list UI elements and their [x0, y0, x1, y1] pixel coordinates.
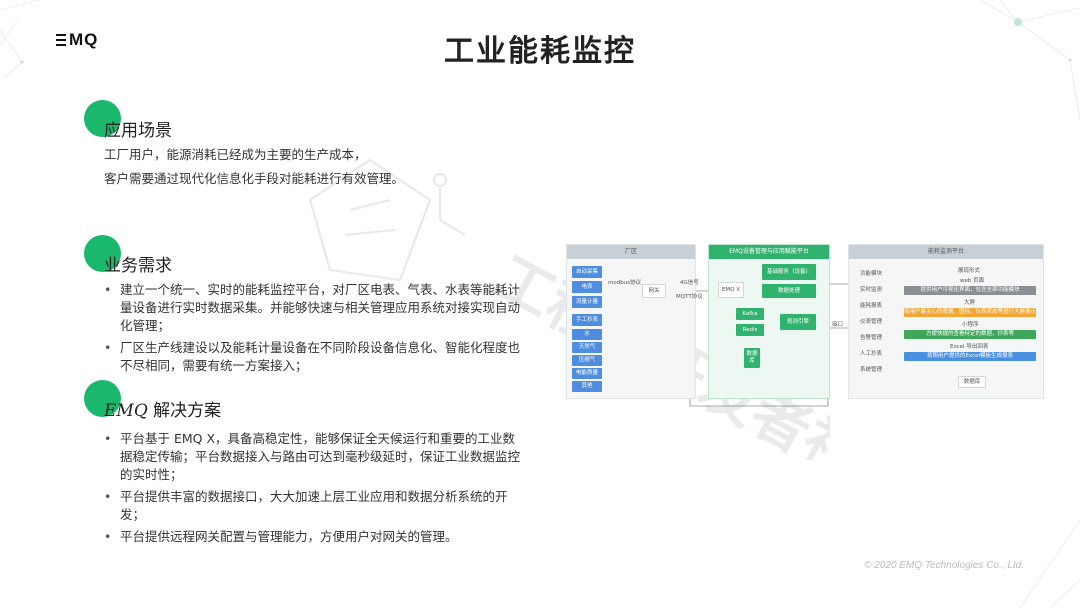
kafka-box: Kafka: [736, 308, 764, 320]
platform-title: EMQ设备管理与应用赋能平台: [709, 245, 829, 259]
section-marker-circle: [84, 235, 121, 272]
list-item: 平台基于 EMQ X，具备高稳定性，能够保证全天候运行和重要的工业数据稳定传输；…: [104, 430, 522, 484]
output-desc: 提供用户可视化界面，包含全部功能模块: [904, 286, 1036, 295]
device-box: 电表: [572, 281, 602, 293]
processing-box: 数据处理: [762, 284, 816, 298]
device-box: 压缩气: [572, 355, 602, 366]
output-name: 大屏: [964, 300, 976, 306]
requirements-section: 业务需求 建立一个统一、实时的能耗监控平台，对厂区电表、气表、水表等能耗计量设备…: [84, 235, 534, 375]
list-item: 平台提供远程网关配置与管理能力，方便用户对网关的管理。: [104, 528, 522, 546]
scenario-line: 客户需要通过现代化信息化手段对能耗进行有效管理。: [104, 171, 405, 186]
page-title: 工业能耗监控: [444, 34, 636, 69]
requirements-heading: 业务需求: [104, 256, 172, 276]
rule-engine-box: 规则引擎: [780, 314, 816, 330]
gateway-box: 网关: [642, 284, 666, 298]
function-item: 功能模块: [860, 271, 883, 277]
device-box: 天然气: [572, 342, 602, 353]
requirements-list: 建立一个统一、实时的能耗监控平台，对厂区电表、气表、水表等能耗计量设备进行实时数…: [104, 281, 522, 379]
output-name: Excel 导出回表: [950, 344, 989, 350]
architecture-diagram: 厂区 自动采集 电表 流量计量 手工抄表 水 天然气 压缩气 电能质量 其他 m…: [566, 244, 1046, 412]
scenario-section: 应用场景 工厂用户，能源消耗已经成为主要的生产成本， 客户需要通过现代化信息化手…: [84, 100, 534, 200]
device-box: 流量计量: [572, 296, 602, 308]
function-item: 能耗报表: [860, 303, 883, 309]
list-item: 建立一个统一、实时的能耗监控平台，对厂区电表、气表、水表等能耗计量设备进行实时数…: [104, 281, 522, 335]
solution-heading-brand: EMQ: [104, 401, 148, 421]
output-desc: 方便快捷的查看特定的数据，抄表等: [904, 330, 1036, 339]
section-marker-circle: [84, 380, 121, 417]
factory-title: 厂区: [567, 245, 695, 259]
output-name: web 页面: [960, 278, 985, 284]
link-label-4g: 4G信号: [680, 280, 699, 286]
device-box: 电能质量: [572, 368, 602, 379]
solution-list: 平台基于 EMQ X，具备高稳定性，能够保证全天候运行和重要的工业数据稳定传输；…: [104, 430, 522, 550]
function-item: 人工抄表: [860, 351, 883, 357]
output-desc: 将用户最关心的数据、图标，仪表状态等进行大屏展示: [904, 308, 1037, 317]
display-form-label: 展现形式: [958, 268, 981, 274]
link-label-mqtt: MQTT协议: [676, 294, 703, 300]
monitor-panel: 能耗监测平台: [848, 244, 1044, 399]
service-box: 基础服务（设备）: [762, 264, 816, 280]
scenario-line: 工厂用户，能源消耗已经成为主要的生产成本，: [104, 147, 367, 162]
function-item: 实时监测: [860, 287, 883, 293]
modbus-label: modbus协议: [608, 280, 642, 286]
section-marker-circle: [84, 100, 121, 137]
solution-heading: EMQ 解决方案: [104, 396, 221, 421]
solution-section: EMQ 解决方案 平台基于 EMQ X，具备高稳定性，能够保证全天候运行和重要的…: [84, 380, 534, 560]
function-item: 告警管理: [860, 335, 883, 341]
output-desc: 按照用户提供的Excel模板生成报表: [904, 352, 1036, 361]
platform-db-box: 数据库: [744, 348, 760, 368]
function-item: 系统管理: [860, 367, 883, 373]
monitor-title: 能耗监测平台: [849, 245, 1043, 259]
emqx-box: EMQ X: [718, 282, 744, 298]
scenario-body: 工厂用户，能源消耗已经成为主要的生产成本， 客户需要通过现代化信息化手段对能耗进…: [104, 146, 404, 194]
list-item: 厂区生产线建设以及能耗计量设备在不同阶段设备信息化、智能化程度也不尽相同，需要有…: [104, 339, 522, 375]
logo-text: MQ: [69, 30, 99, 49]
device-box: 其他: [572, 381, 602, 392]
logo-e-mark: [56, 34, 66, 46]
solution-heading-text: 解决方案: [147, 401, 222, 421]
copyright-text: © 2020 EMQ Technologies Co., Ltd.: [864, 560, 1024, 571]
scenario-heading: 应用场景: [104, 121, 172, 141]
device-box: 水: [572, 329, 602, 340]
monitor-db-box: 数据库: [958, 376, 986, 388]
interface-label: 接口: [832, 322, 844, 328]
list-item: 平台提供丰富的数据接口，大大加速上层工业应用和数据分析系统的开发；: [104, 488, 522, 524]
redis-box: Redis: [736, 324, 764, 336]
output-name: 小程序: [962, 322, 979, 328]
function-item: 仪表管理: [860, 319, 883, 325]
device-box: 自动采集: [572, 266, 602, 278]
device-box: 手工抄表: [572, 314, 602, 326]
emq-logo: MQ: [56, 30, 98, 50]
